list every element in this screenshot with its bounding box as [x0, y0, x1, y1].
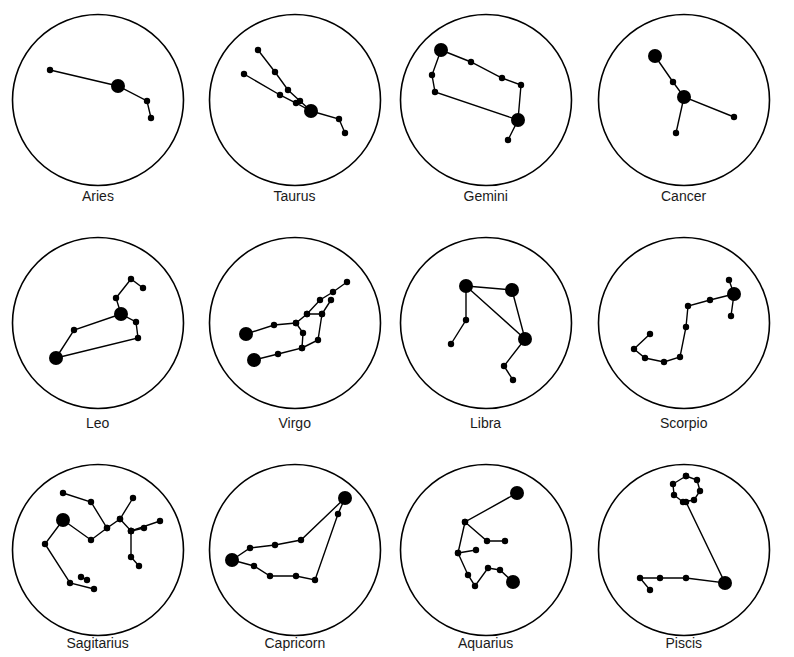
circle-outline	[11, 236, 185, 410]
constellation-circle: Leo	[11, 236, 185, 430]
sign-name: Aries	[82, 188, 114, 204]
sign-name: Aquarius	[458, 635, 513, 651]
constellation-circle: Scorpio	[597, 236, 771, 430]
sign-name: Sagitarius	[67, 635, 129, 651]
circle-outline	[399, 463, 573, 637]
circle-outline	[597, 13, 771, 187]
sign-name: Capricorn	[265, 635, 326, 651]
circle-outline	[399, 236, 573, 410]
circle-outline	[399, 13, 573, 187]
constellation-circle: Gemini	[399, 13, 573, 207]
sign-name: Libra	[470, 415, 501, 431]
constellation-circle: Virgo	[208, 236, 382, 430]
sign-name: Gemini	[464, 188, 508, 204]
circle-outline	[11, 13, 185, 187]
constellation-circle: Capricorn	[208, 463, 382, 657]
circle-outline	[208, 236, 382, 410]
sign-name: Cancer	[661, 188, 706, 204]
circle-outline	[208, 463, 382, 637]
circle-outline	[597, 236, 771, 410]
sign-name: Taurus	[274, 188, 316, 204]
sign-name: Scorpio	[660, 415, 707, 431]
constellation-circle: Sagitarius	[11, 463, 185, 657]
circle-outline	[11, 463, 185, 637]
constellation-circle: Aries	[11, 13, 185, 207]
sign-name: Piscis	[666, 635, 703, 651]
sign-name: Leo	[86, 415, 109, 431]
circle-outline	[208, 13, 382, 187]
sign-name: Virgo	[279, 415, 311, 431]
constellation-circle: Aquarius	[399, 463, 573, 657]
constellation-circle: Libra	[399, 236, 573, 430]
circle-outline	[597, 463, 771, 637]
constellation-circle: Taurus	[208, 13, 382, 207]
constellation-circle: Cancer	[597, 13, 771, 207]
constellation-circle: Piscis	[597, 463, 771, 657]
